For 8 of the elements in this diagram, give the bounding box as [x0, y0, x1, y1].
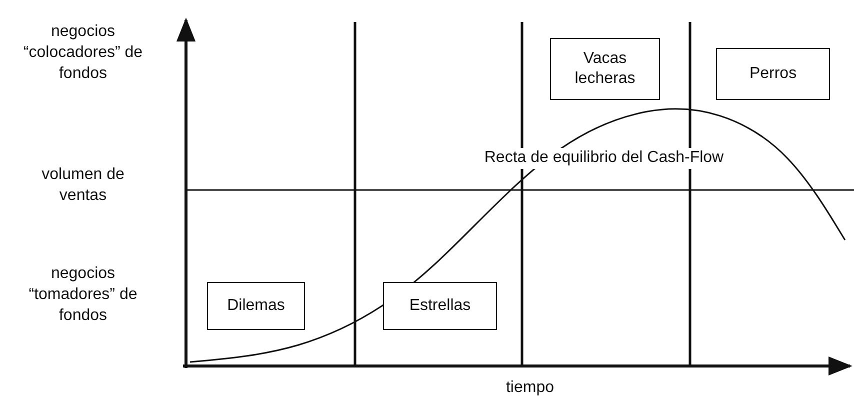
axis-label: tiempo [504, 378, 556, 398]
axis-label: volumen de ventas [40, 165, 126, 206]
quadrant-box: Perros [716, 48, 830, 100]
quadrant-box: Estrellas [383, 282, 497, 330]
quadrant-box: Dilemas [207, 282, 305, 330]
quadrant-box: Vacas lecheras [550, 38, 660, 100]
axis-label: negocios “colocadores” de fondos [22, 22, 144, 84]
axis-label: negocios “tomadores” de fondos [28, 264, 138, 326]
